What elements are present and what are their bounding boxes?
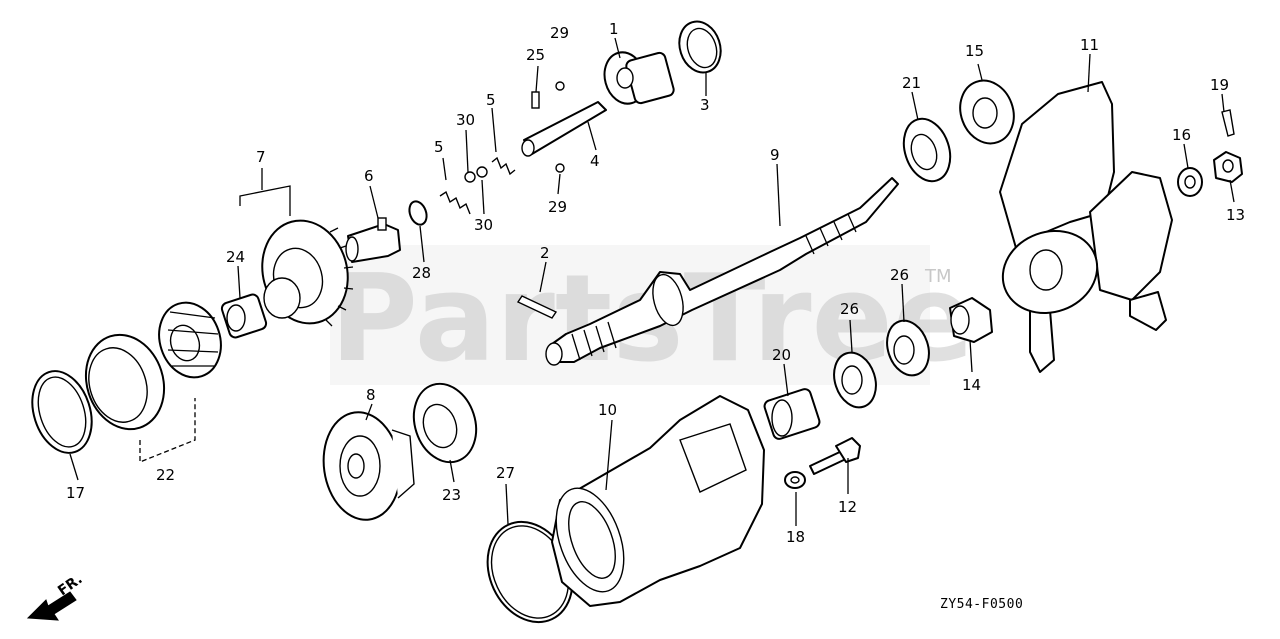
callout-26-b: 26 (890, 266, 909, 284)
callout-26-a: 26 (840, 300, 859, 318)
watermark-tm: TM (924, 266, 952, 287)
arrow-icon (26, 591, 77, 621)
callout-24: 24 (226, 248, 245, 266)
callout-5-a: 5 (434, 138, 444, 156)
part-17-ring[interactable] (22, 363, 101, 460)
callouts: 1 2 3 4 5 5 6 7 8 9 10 11 12 13 14 15 16… (66, 20, 1245, 546)
part-29-ball-top[interactable] (555, 81, 565, 91)
callout-29-a: 29 (550, 24, 569, 42)
callout-7: 7 (256, 148, 266, 166)
part-1-dog-clutch[interactable] (599, 48, 675, 109)
part-30-balls[interactable] (464, 166, 488, 183)
callout-2: 2 (540, 244, 550, 262)
part-12-bolt[interactable] (809, 437, 861, 475)
callout-16: 16 (1172, 126, 1191, 144)
part-27-o-ring[interactable] (472, 508, 588, 636)
callout-11: 11 (1080, 36, 1099, 54)
part-29-ball-bottom[interactable] (555, 163, 565, 173)
callout-13: 13 (1226, 206, 1245, 224)
callout-30-b: 30 (474, 216, 493, 234)
callout-14: 14 (962, 376, 981, 394)
part-16-washer[interactable] (1177, 167, 1203, 197)
part-26-seal-b[interactable] (880, 315, 935, 381)
part-22-roller-bearing[interactable] (150, 295, 231, 386)
part-24-needle-bearing[interactable] (220, 293, 268, 339)
callout-1: 1 (609, 20, 619, 38)
callout-28: 28 (412, 264, 431, 282)
part-28-clip[interactable] (406, 199, 429, 227)
callout-15: 15 (965, 42, 984, 60)
callout-5-b: 5 (486, 91, 496, 109)
callout-12: 12 (838, 498, 857, 516)
diagram-code: ZY54-F0500 (940, 597, 1023, 612)
callout-19: 19 (1210, 76, 1229, 94)
part-23-ball-bearing[interactable] (404, 376, 486, 471)
part-2-pin[interactable] (516, 295, 558, 319)
part-19-cotter-pin[interactable] (1221, 109, 1235, 137)
leader-lines (69, 37, 1235, 526)
part-13-nut[interactable] (1213, 151, 1243, 183)
callout-29-b: 29 (548, 198, 567, 216)
callout-3: 3 (700, 96, 710, 114)
callout-25: 25 (526, 46, 545, 64)
part-25-pin[interactable] (531, 91, 540, 109)
part-5-spring-b[interactable] (491, 156, 516, 176)
front-direction-indicator: FR. (26, 571, 86, 621)
part-22-bearing-race[interactable] (74, 325, 176, 440)
part-5-spring-a[interactable] (439, 190, 471, 215)
part-21-bearing[interactable] (896, 113, 958, 187)
callout-27: 27 (496, 464, 515, 482)
group-bracket-7 (239, 168, 291, 216)
callout-30-a: 30 (456, 111, 475, 129)
part-6-plunger[interactable] (345, 217, 401, 263)
part-20-needle-bearing[interactable] (763, 388, 821, 441)
callout-20: 20 (772, 346, 791, 364)
callout-22: 22 (156, 466, 175, 484)
part-8-bevel-gear[interactable] (317, 407, 415, 525)
part-3-ring[interactable] (673, 16, 727, 78)
part-9-propeller-shaft[interactable] (545, 177, 899, 366)
callout-6: 6 (364, 167, 374, 185)
callout-18: 18 (786, 528, 805, 546)
part-18-washer[interactable] (784, 471, 806, 489)
part-26-seal-a[interactable] (827, 347, 882, 413)
callout-10: 10 (598, 401, 617, 419)
part-11-propeller[interactable] (991, 81, 1173, 373)
callout-8: 8 (366, 386, 376, 404)
part-4-shift-shaft[interactable] (521, 101, 607, 157)
part-10-bearing-holder[interactable] (543, 395, 765, 607)
group-bracket-22 (139, 398, 196, 463)
callout-23: 23 (442, 486, 461, 504)
callout-4: 4 (590, 152, 600, 170)
part-14-thrust-washer[interactable] (949, 297, 993, 343)
callout-21: 21 (902, 74, 921, 92)
callout-9: 9 (770, 146, 780, 164)
callout-17: 17 (66, 484, 85, 502)
part-15-washer[interactable] (952, 73, 1023, 151)
part-7-gear[interactable] (251, 211, 359, 333)
